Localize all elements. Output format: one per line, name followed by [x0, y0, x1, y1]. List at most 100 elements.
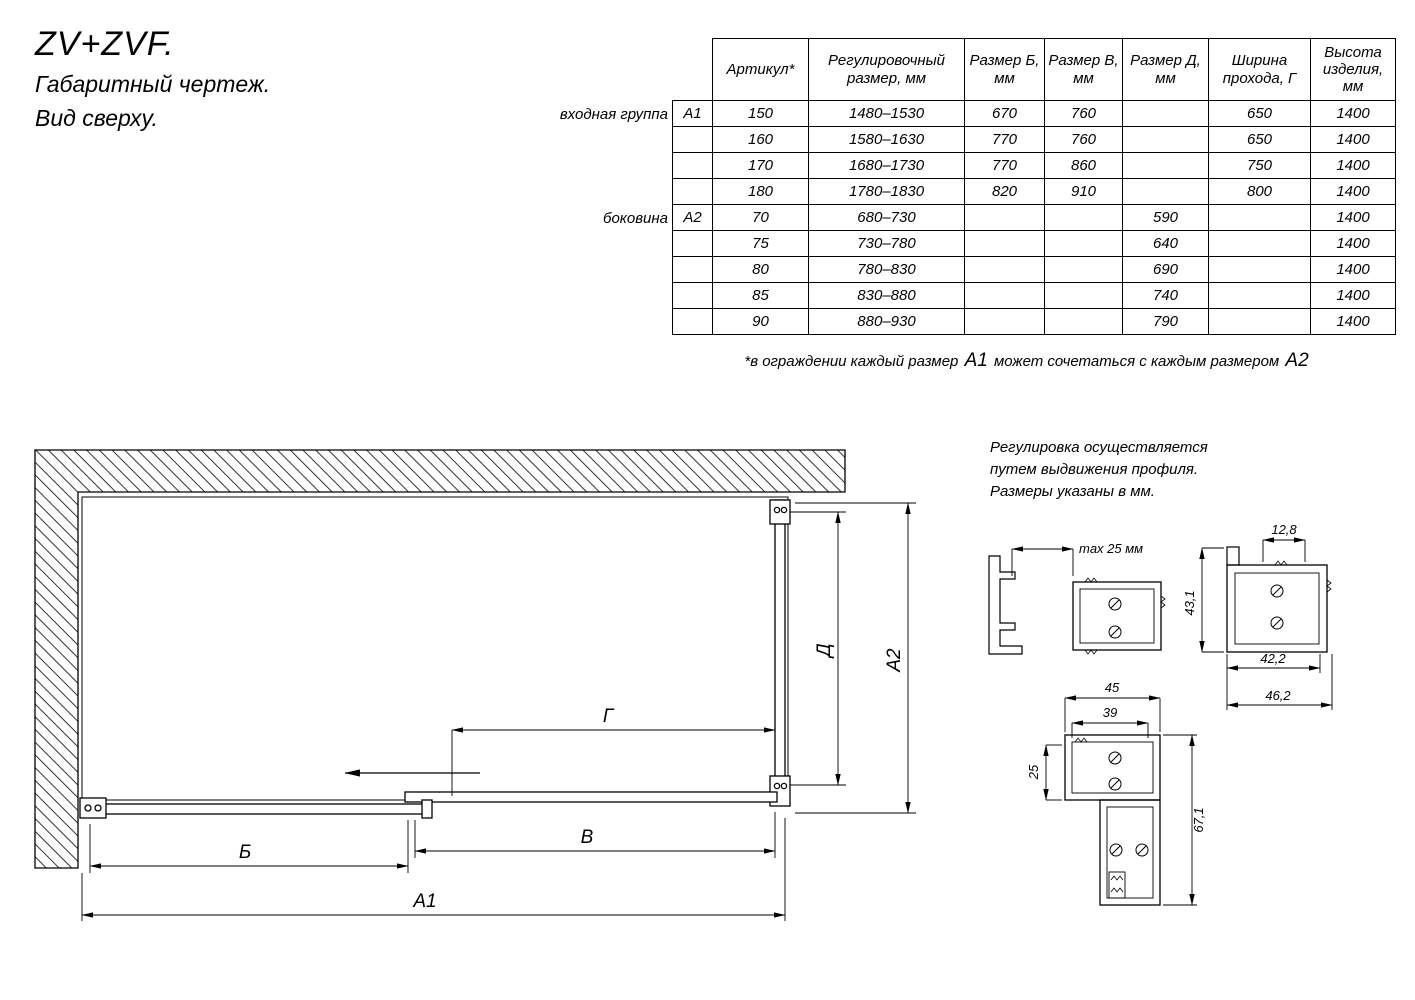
- cell: 830–880: [808, 282, 965, 309]
- title-block: ZV+ZVF. Габаритный чертеж. Вид сверху.: [35, 25, 270, 132]
- cell: 75: [712, 230, 809, 257]
- spec-table: Артикул* Регулировочный размер, мм Разме…: [672, 38, 1396, 335]
- max25-dimension: [1011, 546, 1074, 576]
- cell: 1580–1630: [808, 126, 965, 153]
- cell: 820: [964, 178, 1045, 205]
- cell: 90: [712, 308, 809, 335]
- plan-view-svg: Б В А1 А2 Д Г: [34, 449, 916, 921]
- cell: 690: [1122, 256, 1209, 283]
- cell: [1044, 204, 1123, 231]
- dim-label-46-2: 46,2: [1265, 688, 1291, 703]
- cell: [1208, 282, 1311, 309]
- cell: 760: [1044, 100, 1123, 127]
- enclosure-outline: [81, 496, 789, 801]
- cell: 150: [712, 100, 809, 127]
- note-line-1: Регулировка осуществляется: [990, 439, 1208, 456]
- group-code-empty: [672, 256, 713, 283]
- cell: 800: [1208, 178, 1311, 205]
- dimension-labels: Б В А1 А2 Д Г: [239, 643, 905, 912]
- cell: 180: [712, 178, 809, 205]
- side-panel: [769, 499, 791, 807]
- dim-label-a1: А1: [412, 891, 436, 912]
- cell: 880–930: [808, 308, 965, 335]
- cell: 650: [1208, 126, 1311, 153]
- footnote-text-2: может сочетаться с каждым размером: [989, 353, 1284, 370]
- group-code-empty: [672, 126, 713, 153]
- cell: 770: [964, 152, 1045, 179]
- cell: 760: [1044, 126, 1123, 153]
- table-header-row: Артикул* Регулировочный размер, мм Разме…: [673, 38, 1396, 101]
- col-header-pass-width: Ширина прохода, Г: [1208, 38, 1311, 101]
- top-corner-profile-section: [1199, 537, 1333, 710]
- cell: 1400: [1310, 282, 1396, 309]
- cell: 740: [1122, 282, 1209, 309]
- cell: [1208, 256, 1311, 283]
- dim-label-39: 39: [1103, 705, 1117, 720]
- table-row: 160 1580–1630 770 760 650 1400: [672, 126, 1396, 153]
- cell: 170: [712, 152, 809, 179]
- dim-label-g: Г: [603, 706, 615, 727]
- cell: [964, 230, 1045, 257]
- view-label: Вид сверху.: [35, 105, 158, 131]
- bottom-corner-profile-section: [1043, 695, 1197, 906]
- group-code-empty: [672, 152, 713, 179]
- cell: [1208, 230, 1311, 257]
- group-code-empty: [672, 178, 713, 205]
- col-header-range: Регулировочный размер, мм: [808, 38, 965, 101]
- wall-hatched: [34, 449, 846, 869]
- cell: 1400: [1310, 152, 1396, 179]
- fixed-bottom-panel: [404, 791, 778, 803]
- cell: 80: [712, 256, 809, 283]
- cell: 1400: [1310, 178, 1396, 205]
- cell: [1122, 100, 1209, 127]
- cell: 590: [1122, 204, 1209, 231]
- dim-label-45: 45: [1105, 680, 1120, 695]
- cell: 1400: [1310, 100, 1396, 127]
- dim-label-43-1: 43,1: [1182, 590, 1197, 615]
- dim-label-25: 25: [1026, 764, 1041, 780]
- footnote-text-1: *в ограждении каждый размер: [744, 353, 963, 370]
- group-label-side: боковина: [603, 210, 668, 227]
- cell: 640: [1122, 230, 1209, 257]
- table-row: А2 70 680–730 590 1400: [672, 204, 1396, 231]
- col-header-articul: Артикул*: [712, 38, 809, 101]
- cell: 1680–1730: [808, 152, 965, 179]
- cell: 680–730: [808, 204, 965, 231]
- footnote-a1: А1: [964, 350, 988, 371]
- cell: [964, 308, 1045, 335]
- cell: [1208, 204, 1311, 231]
- group-code-empty: [672, 230, 713, 257]
- cell: 650: [1208, 100, 1311, 127]
- col-header-height: Высота изделия, мм: [1310, 38, 1396, 101]
- dimension-lines: [81, 502, 916, 921]
- cell: 780–830: [808, 256, 965, 283]
- table-row: 90 880–930 790 1400: [672, 308, 1396, 335]
- cell: 770: [964, 126, 1045, 153]
- top-corner-dimensions: [1199, 537, 1333, 710]
- cell: [1044, 256, 1123, 283]
- cell: 1400: [1310, 230, 1396, 257]
- cell: 790: [1122, 308, 1209, 335]
- cell: 910: [1044, 178, 1123, 205]
- dim-label-b: Б: [239, 842, 251, 863]
- group-label-entrance: входная группа: [559, 106, 668, 123]
- wall-profile-section: [988, 546, 1166, 655]
- cell: 160: [712, 126, 809, 153]
- col-header-size-d: Размер Д, мм: [1122, 38, 1209, 101]
- sliding-panel: [79, 797, 433, 819]
- cell: [1044, 230, 1123, 257]
- cell: 1400: [1310, 126, 1396, 153]
- cell: 85: [712, 282, 809, 309]
- cell: 730–780: [808, 230, 965, 257]
- cell: [1122, 178, 1209, 205]
- cell: 750: [1208, 152, 1311, 179]
- dim-label-v: В: [581, 827, 594, 848]
- cell: 1400: [1310, 204, 1396, 231]
- cell: 70: [712, 204, 809, 231]
- cell: [1044, 282, 1123, 309]
- group-code-empty: [672, 308, 713, 335]
- note-line-3: Размеры указаны в мм.: [990, 482, 1155, 500]
- cell: [964, 204, 1045, 231]
- cell: 1780–1830: [808, 178, 965, 205]
